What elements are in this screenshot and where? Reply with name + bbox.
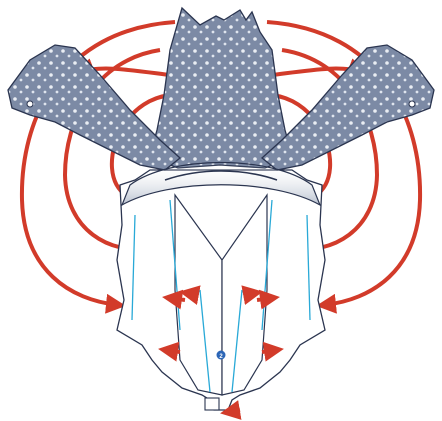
fold-arrow-icon: [187, 293, 198, 295]
left-fin-panel: [8, 45, 180, 170]
fold-arrow-icon: [228, 410, 240, 412]
fold-arrow-icon: [166, 350, 180, 352]
fold-arrow-icon: [262, 350, 276, 352]
eye-icon: [27, 101, 33, 107]
right-fin-panel: [262, 45, 434, 170]
fold-arrow-icon: [257, 298, 272, 300]
head-panel: [150, 8, 292, 168]
fold-arrow-icon: [244, 293, 255, 295]
eye-icon: [409, 101, 415, 107]
body-panel: [117, 170, 325, 410]
fold-arrow-icon: [170, 298, 185, 300]
